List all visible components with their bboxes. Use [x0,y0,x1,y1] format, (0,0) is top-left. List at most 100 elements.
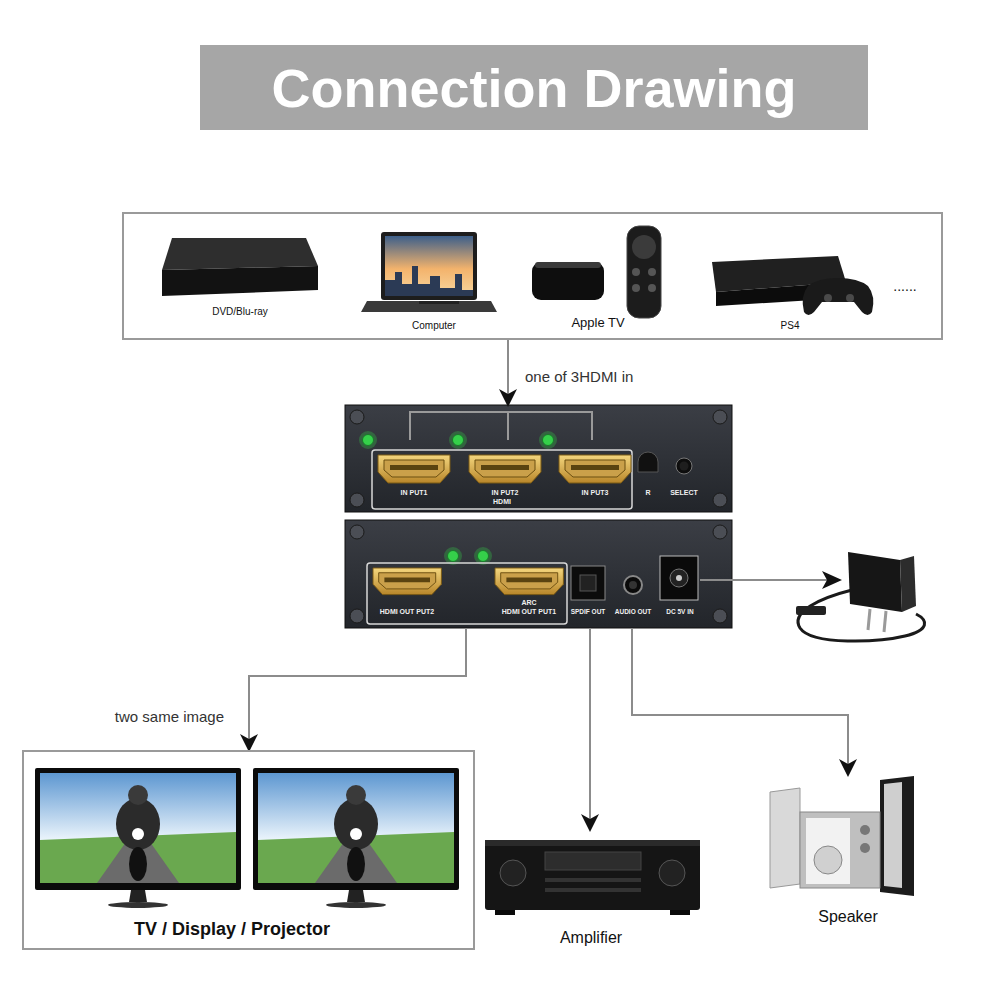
node-text: IN PUT1 [401,489,428,497]
rear-panel [345,520,732,628]
laptop [361,232,497,312]
front-panel [345,405,732,512]
connector-arrow [632,628,848,775]
ir-receiver [638,452,658,472]
hdmi-port [373,568,441,595]
motorcycle [128,785,148,805]
motorcycle [334,798,378,850]
speaker-picture [884,782,902,888]
front-panel [345,405,732,512]
remote [648,284,656,292]
amplifier-picture [659,860,685,886]
audio-jack [624,576,642,594]
amplifier-picture [485,840,700,915]
speaker-box: Speaker [755,775,940,930]
hdmi-port [565,460,625,477]
remote [627,226,661,318]
title-band: Connection Drawing [200,45,868,130]
node-text: R [645,489,650,497]
node-text: Computer [412,320,456,331]
laptop [385,236,473,296]
led [449,431,467,449]
led [448,551,459,562]
amplifier-picture [500,860,526,886]
screw [713,609,727,623]
power-adapter [796,552,925,641]
amplifier-picture [485,840,700,910]
node-text: SELECT [670,489,698,497]
remote [632,284,640,292]
motorcycle [347,847,365,881]
ps4 [712,256,873,315]
hdmi-port [571,465,619,470]
power-adapter [848,552,902,612]
amplifier-box: Amplifier [483,830,700,950]
input-bracket [410,412,592,440]
node-text: HDMI [493,498,511,506]
led [539,431,557,449]
node-text: HDMI OUT PUT2 [380,608,434,616]
speaker-picture [860,843,870,853]
screw [350,609,364,623]
port-outline [372,450,632,509]
controller [824,294,832,302]
power-adapter [900,556,916,612]
screw [350,410,364,424]
hdmi-port [384,578,430,583]
node-text: SPDIF OUT [571,608,606,615]
apple-tv [532,262,604,300]
led [478,551,489,562]
node-text: TV / Display / Projector [134,920,330,940]
tv-set [258,773,454,883]
tv-set [35,768,241,890]
node-text: DVD/Blu-ray [212,306,268,317]
screw [713,410,727,424]
power-adapter [868,609,870,630]
remote [648,268,656,276]
hdmi-port [495,568,563,595]
led [453,435,464,446]
spdif-port [580,575,596,591]
tv-set [253,768,459,908]
screw [350,493,364,507]
tv-set [108,902,168,908]
node-text: PS4 [781,320,800,331]
speaker-picture [860,825,870,835]
edge-label: one of 3HDMI in [523,369,635,386]
tv-set [253,768,459,890]
led [363,435,374,446]
speaker-picture [770,788,800,888]
edge-label: two same image [113,709,226,726]
speaker-picture [814,846,842,874]
dvd-player [162,266,318,296]
spdif-port [571,566,605,600]
hdmi-port [559,455,631,483]
screw [350,525,364,539]
laptop [361,301,497,312]
laptop [381,232,477,300]
apple-tv [535,262,601,268]
node-text: IN PUT3 [582,489,609,497]
select-button [680,462,689,471]
node-text: AUDIO OUT [615,608,651,615]
rear-panel [345,520,732,628]
screw [713,525,727,539]
controller [803,278,874,315]
power-adapter [796,606,826,615]
hdmi-port [378,455,450,483]
node-text: Amplifier [560,929,622,947]
connector-arrow [249,628,466,750]
motorcycle [129,847,147,881]
power-adapter [884,611,886,632]
dc-jack [670,569,688,587]
controller [846,294,854,302]
speaker-picture [800,812,880,888]
amplifier-picture [670,910,690,915]
speaker-picture [770,776,914,896]
display-box: TV / Display / Projector [22,750,475,950]
node-text: DC 5V IN [666,608,693,615]
motorcycle [132,828,144,840]
amplifier-picture [545,888,641,892]
tv-set [347,890,365,902]
